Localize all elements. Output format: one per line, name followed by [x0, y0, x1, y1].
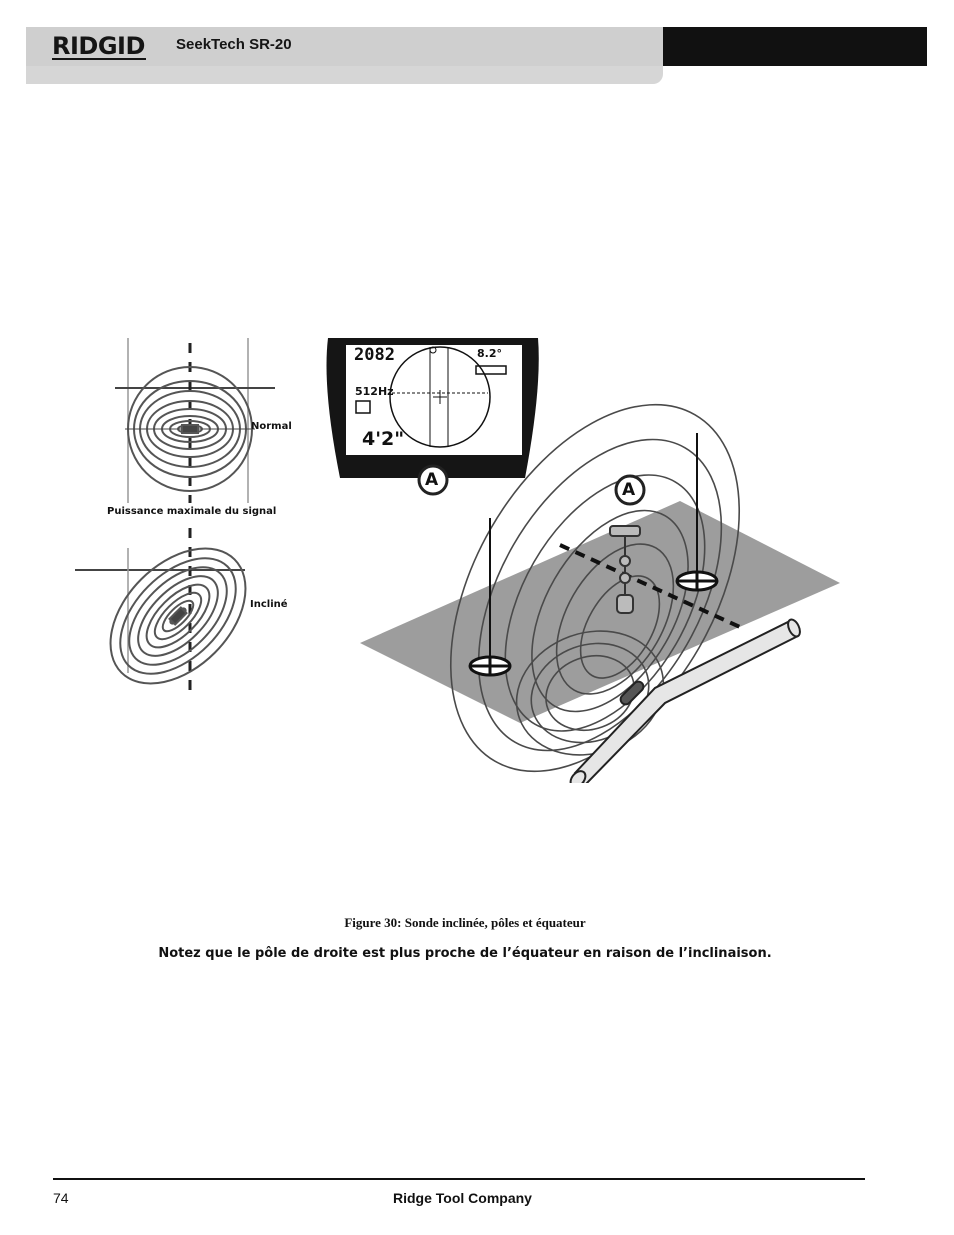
- field-lines: [449, 403, 741, 773]
- locator-device-icon: [609, 525, 641, 614]
- normal-dipole-diagram: [115, 338, 275, 503]
- page-number: 74: [53, 1190, 69, 1206]
- footer-company: Ridge Tool Company: [393, 1190, 532, 1206]
- figure-svg: [75, 338, 840, 788]
- screen-marker-a-letter: A: [425, 470, 439, 490]
- field-marker-a-letter: A: [622, 480, 636, 500]
- screen-depth: 4'2": [362, 428, 405, 450]
- label-normal: Normal: [251, 421, 292, 432]
- footer-rule: [53, 1178, 865, 1180]
- brand-logo: RIDGID: [52, 32, 145, 60]
- screen-angle: 8.2°: [477, 347, 502, 360]
- header-underbar: [26, 66, 663, 84]
- label-tilted: Incliné: [250, 599, 288, 610]
- header-black-block: [663, 27, 927, 66]
- right-pole-marker: [675, 570, 719, 592]
- figure-note: Notez que le pôle de droite est plus pro…: [158, 946, 772, 961]
- tilted-dipole-diagram: [75, 528, 247, 698]
- product-title: SeekTech SR-20: [176, 36, 292, 53]
- screen-signal-strength: 2082: [354, 345, 395, 365]
- screen-marker-a: [417, 464, 449, 496]
- figure-illustration: Normal Puissance maximale du signal Incl…: [70, 333, 855, 788]
- header-bar: [26, 27, 663, 67]
- brand-logo-underline: [52, 58, 146, 60]
- field-marker-a: [614, 474, 646, 506]
- figure-caption: Figure 30: Sonde inclinée, pôles et équa…: [344, 915, 586, 930]
- ground-plane: [360, 501, 840, 723]
- left-pole-marker: [468, 655, 512, 677]
- screen-frequency: 512Hz: [355, 385, 394, 398]
- locator-screen: [326, 338, 539, 478]
- label-max-signal: Puissance maximale du signal: [107, 506, 277, 517]
